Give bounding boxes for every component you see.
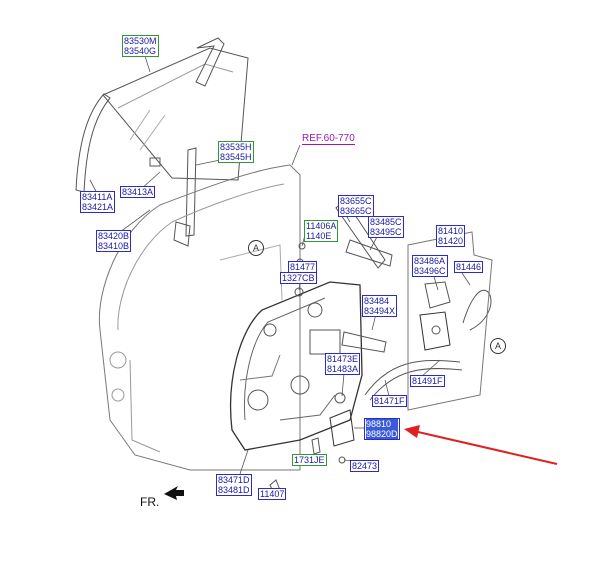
rear-channel: [185, 147, 197, 237]
label-83530m[interactable]: 83530M 83540G: [122, 35, 159, 57]
label-81473e[interactable]: 81473E 81483A: [325, 353, 361, 375]
latch-cable: [462, 289, 492, 331]
label-83535h[interactable]: 83535H 83545H: [218, 141, 254, 163]
label-82473[interactable]: 82473: [350, 460, 380, 472]
label-83486a[interactable]: 83486A 83496C: [412, 255, 448, 277]
glass-run-channel: [195, 37, 225, 87]
label-83420b[interactable]: 83420B 83410B: [96, 230, 132, 252]
label-81410[interactable]: 81410 81420: [436, 225, 466, 247]
front-direction-label: FR.: [140, 495, 160, 509]
door-shell: [98, 164, 301, 471]
label-98810[interactable]: 98810 98820D: [364, 418, 400, 440]
label-83471d[interactable]: 83471D 83481D: [216, 474, 252, 496]
label-81471f[interactable]: 81471F: [372, 395, 407, 407]
actuator-motor: [329, 409, 355, 447]
label-11407[interactable]: 11407: [258, 488, 287, 500]
label-83485c[interactable]: 83485C 83495C: [368, 216, 404, 238]
label-81491f[interactable]: 81491F: [410, 375, 445, 387]
label-83413a[interactable]: 83413A: [120, 186, 156, 198]
label-1327cb[interactable]: 1327CB: [280, 272, 317, 284]
door-module-panel: [229, 281, 363, 451]
outer-handle: [341, 331, 387, 353]
label-1731je[interactable]: 1731JE: [292, 454, 327, 466]
label-11406a[interactable]: 11406A 1140E: [304, 220, 339, 242]
callout-a-left: A: [248, 240, 264, 256]
ref-link[interactable]: REF.60-770: [302, 133, 355, 145]
callout-a-right: A: [490, 338, 506, 354]
label-83655c[interactable]: 83655C 83665C: [338, 195, 374, 217]
door-latch: [419, 311, 451, 351]
latch-assembly-box: [407, 231, 493, 411]
label-81446[interactable]: 81446: [454, 261, 484, 273]
highlight-arrow: [404, 425, 558, 465]
label-83411a[interactable]: 83411A 83421A: [80, 191, 116, 213]
label-83484[interactable]: 83484 83494X: [362, 295, 398, 317]
front-arrow-icon: [164, 486, 184, 500]
front-channel: [75, 93, 111, 193]
